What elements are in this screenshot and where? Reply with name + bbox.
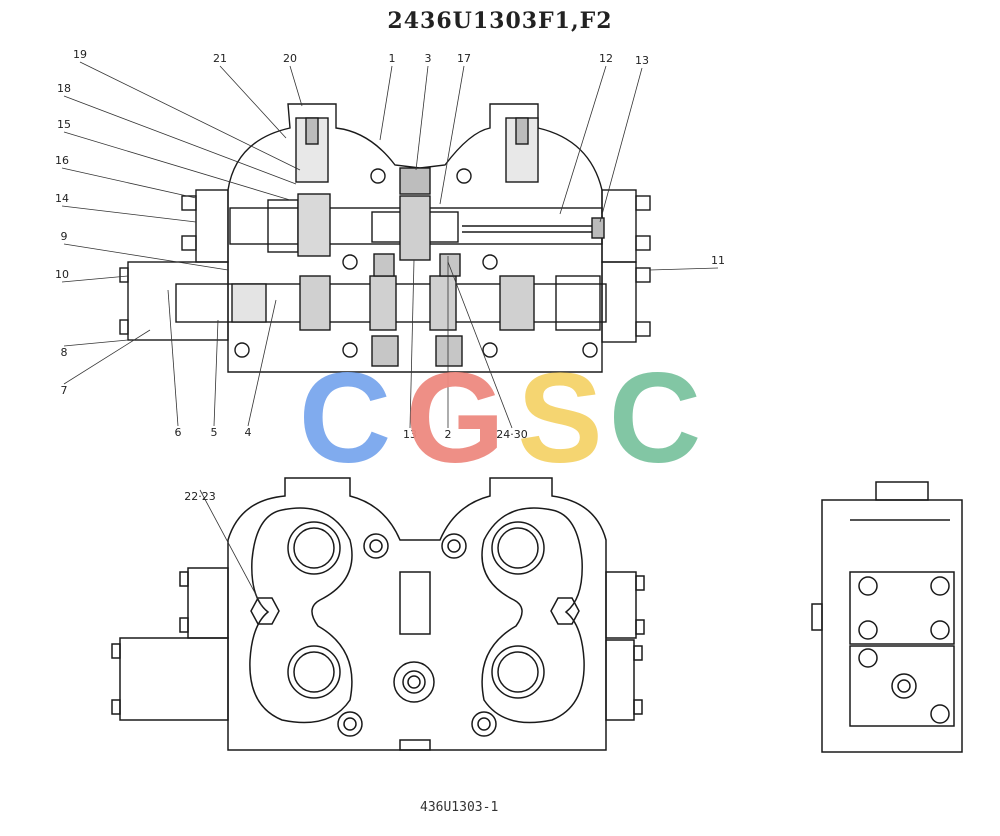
drawing-title: 2436U1303F1,F2 <box>387 8 613 34</box>
leader-line <box>63 243 229 271</box>
watermark-letter: C <box>299 347 391 490</box>
callout-label: 10 <box>55 268 69 281</box>
front-body-outline <box>227 477 607 751</box>
section-view <box>119 103 651 373</box>
callout-label: 4 <box>245 426 252 439</box>
callout-label: 14 <box>55 192 69 205</box>
relief-valve-left <box>295 117 329 183</box>
port-a1 <box>287 521 341 575</box>
leader-line <box>247 299 277 427</box>
left-port-gasket <box>249 507 353 724</box>
right-port-gasket <box>481 507 585 724</box>
leader-line <box>415 65 429 171</box>
callout-label: 16 <box>55 154 69 167</box>
callout-label: 12 <box>599 52 613 65</box>
leader-line <box>61 167 197 199</box>
front-view <box>111 477 645 751</box>
callout-label: 15 <box>57 118 71 131</box>
leader-line <box>599 67 643 223</box>
port-b2 <box>491 645 545 699</box>
lower-right-cap <box>601 261 637 343</box>
left-end-cap <box>195 189 229 263</box>
watermark-letter: G <box>405 347 505 490</box>
leader-line <box>79 61 301 171</box>
leader-line <box>289 65 303 107</box>
leader-line <box>61 275 129 283</box>
leader-line <box>213 319 219 427</box>
leader-line <box>409 259 415 429</box>
leader-line <box>649 267 719 271</box>
right-end-cap <box>601 189 637 263</box>
callout-label: 13 <box>635 54 649 67</box>
leader-line <box>379 65 393 141</box>
leader-line <box>439 65 465 205</box>
check-valve-top <box>399 167 431 195</box>
leader-line <box>63 95 297 185</box>
callout-label: 5 <box>211 426 218 439</box>
callout-label: 18 <box>57 82 71 95</box>
drawing-number: 436U1303-1 <box>420 800 499 815</box>
callout-label: 13 <box>403 428 417 441</box>
leader-line <box>63 339 129 347</box>
center-port <box>393 661 435 703</box>
callout-label: 19 <box>73 48 87 61</box>
leader-line <box>447 261 513 429</box>
leader-lines <box>61 61 719 607</box>
callout-label: 8 <box>61 346 68 359</box>
callout-label: 21 <box>213 52 227 65</box>
leader-line <box>559 65 607 215</box>
callout-label: 9 <box>61 230 68 243</box>
callout-label: 2 <box>445 428 452 441</box>
side-body <box>821 499 963 753</box>
leader-line <box>63 329 151 385</box>
leader-line <box>61 205 197 223</box>
watermark-letter: S <box>517 347 602 490</box>
leader-line <box>219 65 287 139</box>
callout-label: 1 <box>389 52 396 65</box>
port-a2 <box>491 521 545 575</box>
callout-label: 3 <box>425 52 432 65</box>
lower-left-cap <box>127 261 229 341</box>
callout-label: 6 <box>175 426 182 439</box>
leader-line <box>199 489 263 607</box>
callout-label: 20 <box>283 52 297 65</box>
callout-label: 17 <box>457 52 471 65</box>
leader-line <box>167 289 179 427</box>
callout-label: 11 <box>711 254 725 267</box>
callout-label: 7 <box>61 384 68 397</box>
name-plate <box>399 571 431 635</box>
watermark-letter: C <box>609 347 701 490</box>
callout-label: 24·30 <box>496 428 528 441</box>
callout-label: 22·23 <box>184 490 216 503</box>
leader-line <box>63 131 291 201</box>
side-view <box>811 481 963 753</box>
port-b1 <box>287 645 341 699</box>
